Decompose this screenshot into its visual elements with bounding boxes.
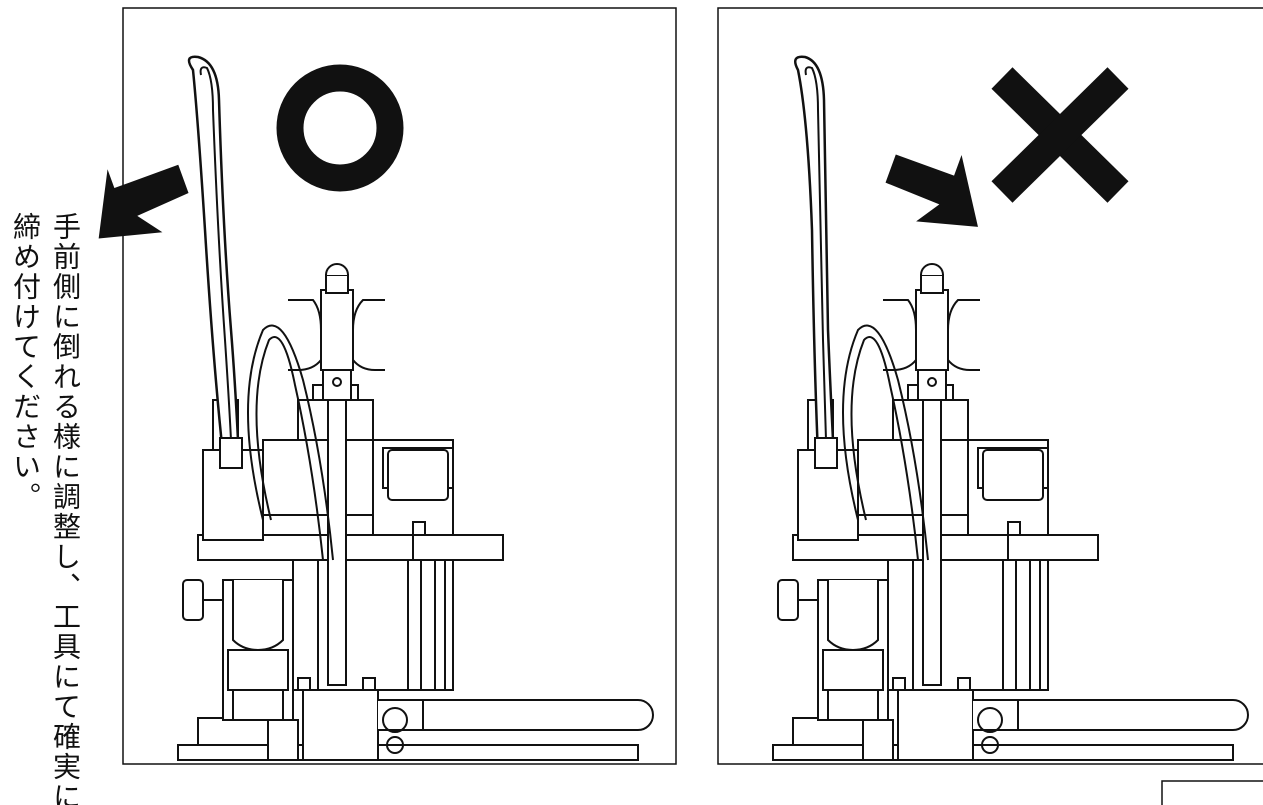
cross-mark — [991, 67, 1129, 203]
panel-incorrect — [717, 7, 1263, 765]
instruction-line-2: 締め付けてください。 — [9, 212, 42, 512]
panel-correct — [98, 7, 677, 765]
circle-mark — [276, 64, 404, 192]
corner-box — [1161, 780, 1263, 805]
instruction-line-1: 手前側に倒れる様に調整し、工具にて確実に — [49, 212, 82, 805]
arrow-right — [885, 154, 978, 227]
arrow-left — [98, 164, 189, 239]
